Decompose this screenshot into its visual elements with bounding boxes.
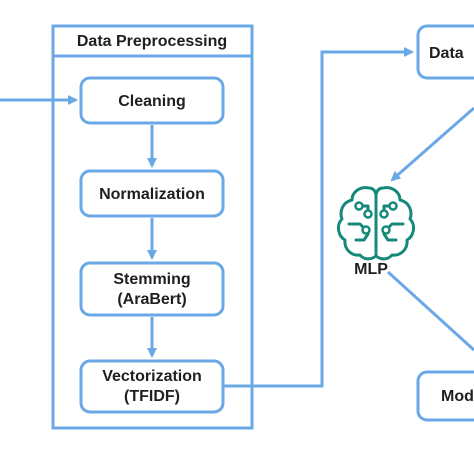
vectorization-box [79, 359, 225, 414]
model-box [416, 370, 474, 422]
vectorization-sublabel: (TFIDF) [124, 388, 180, 405]
data-box [416, 24, 474, 80]
arrow-vectorization-to-data [224, 47, 414, 388]
normalization-box [79, 169, 225, 218]
cleaning-box [79, 76, 225, 125]
arrow-mlp-to-model [386, 270, 474, 352]
data-box-label: Data [429, 45, 464, 62]
stemming-box [79, 261, 225, 317]
vectorization-label: Vectorization [102, 368, 202, 385]
cleaning-label: Cleaning [118, 93, 186, 110]
stemming-sublabel: (AraBert) [117, 291, 186, 308]
stemming-label: Stemming [113, 271, 190, 288]
arrow-into-mlp [390, 106, 474, 182]
normalization-label: Normalization [99, 186, 205, 203]
panel-title: Data Preprocessing [77, 33, 227, 50]
brain-circuit-icon [336, 186, 416, 261]
mlp-label: MLP [354, 261, 388, 278]
model-box-label: Mod [441, 388, 474, 405]
brain-circuit-nodes [354, 201, 398, 236]
